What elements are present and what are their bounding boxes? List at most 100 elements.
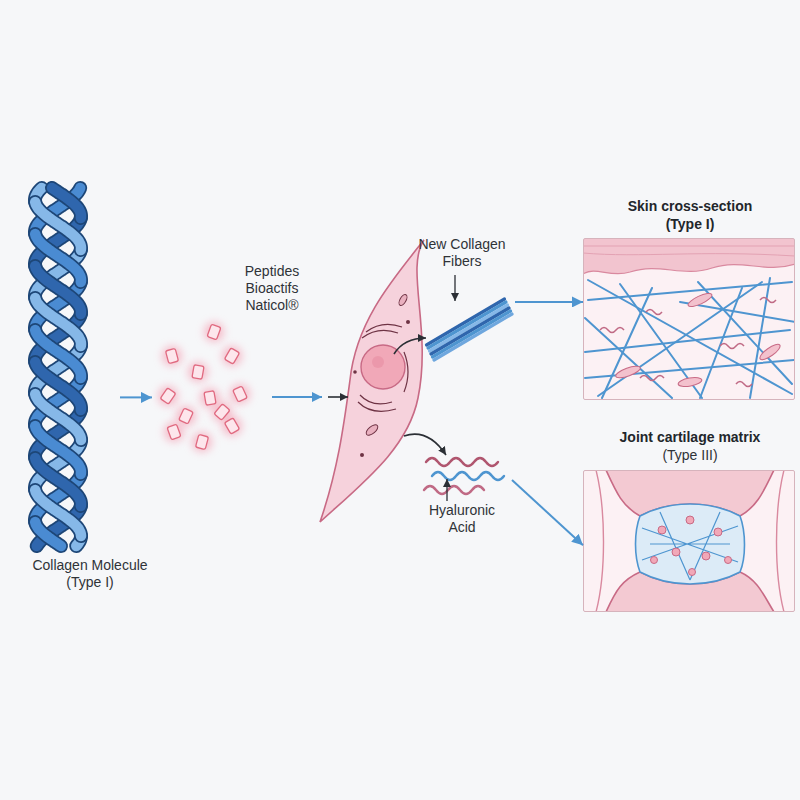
squiggle (720, 344, 744, 349)
node-label: Hyaluronic Acid (417, 502, 507, 536)
peptide-glow (212, 402, 232, 422)
hyaluronic-acid-chains (424, 458, 504, 494)
endoplasmic-reticulum (360, 395, 392, 404)
joint-background (584, 471, 794, 611)
helix-strand-outline (35, 490, 81, 536)
peptide-fragment (195, 434, 208, 449)
endoplasmic-reticulum (358, 402, 396, 411)
skin-panel: Skin cross-section(Type I) (583, 238, 795, 400)
hyaluronic-acid: Hyaluronic Acid (422, 450, 512, 500)
secretion-arrow (394, 338, 426, 354)
collagen-fibers: New Collagen Fibers (425, 290, 515, 360)
node-sublabel: (Type III) (584, 447, 796, 464)
helix-strand-outline (35, 394, 81, 440)
helix-strand (35, 394, 81, 440)
dermis (584, 239, 794, 399)
joint-panel: Joint cartilage matrix(Type III) (583, 470, 795, 612)
squiggle (760, 298, 776, 303)
peptide-fragment (207, 324, 221, 340)
lattice-lines (642, 512, 738, 580)
flow-arrow (120, 396, 152, 398)
helix-strand (52, 188, 81, 218)
dermal-junction (584, 264, 794, 274)
collagen-fiber (431, 308, 509, 354)
peptide-glow (204, 322, 224, 342)
helix-strand-outline (35, 202, 81, 250)
triple-helix (35, 188, 81, 546)
flow-arrow (272, 396, 322, 398)
collagen-fiber (430, 305, 508, 351)
secretion-arrow (404, 434, 446, 455)
squiggle (640, 376, 664, 381)
chondrocyte (686, 516, 694, 524)
joint-illustration (584, 471, 794, 611)
peptide-glow (192, 432, 212, 452)
squiggle (646, 310, 662, 315)
chondrocyte (689, 569, 696, 576)
chondrocyte (651, 557, 658, 564)
endoplasmic-reticulum (404, 352, 408, 392)
peptide-fragment (192, 365, 204, 380)
fibroblast (758, 342, 782, 362)
cartilage-matrix (636, 504, 745, 584)
vesicle (353, 370, 357, 374)
epidermis (584, 239, 794, 274)
peptide-glow (158, 386, 178, 406)
collagen-molecule: Collagen Molecule (Type I) (15, 185, 120, 545)
node-label: Skin cross-section (584, 198, 796, 215)
squiggle (736, 382, 752, 387)
chondrocyte (702, 552, 710, 560)
endoplasmic-reticulum (366, 324, 402, 332)
flow-arrow (515, 301, 583, 303)
cell-nucleus (361, 345, 405, 389)
collagen-fiber (700, 288, 742, 398)
vesicle (406, 320, 410, 324)
fibroblast (677, 376, 702, 388)
peptide-fragment (224, 348, 239, 364)
peptide-fragment (224, 418, 239, 434)
cell-membrane (320, 240, 424, 522)
vesicle (360, 453, 364, 457)
joint-capsule (596, 471, 784, 611)
node-label: New Collagen Fibers (412, 236, 512, 270)
collagen-fiber (585, 318, 672, 398)
peptide-fragments (158, 322, 250, 452)
peptide-glow (176, 406, 196, 426)
elastin-squiggles (600, 298, 776, 387)
skin-illustration (584, 239, 794, 399)
mitochondrion (364, 423, 379, 437)
helix-strand-outline (52, 188, 81, 218)
helix-strand-outline (35, 522, 61, 546)
collagen-network (585, 278, 794, 398)
peptide-glow (188, 362, 208, 382)
node-label: Peptides Bioactifs Naticol® (232, 263, 312, 314)
collagen-fiber (588, 280, 792, 394)
helix-strand (35, 522, 61, 546)
peptide-glow (164, 422, 184, 442)
collagen-fiber (750, 278, 770, 398)
peptide-fragment (179, 408, 194, 424)
node-label: Joint cartilage matrix (584, 429, 796, 446)
chondrocyte (658, 526, 666, 534)
collagen-fiber (434, 314, 512, 360)
uptake-arrow (328, 396, 348, 398)
polymer-chain (424, 486, 484, 494)
node-sublabel: (Type I) (584, 216, 796, 233)
helix-strand (35, 490, 81, 536)
peptide-cluster: Peptides Bioactifs Naticol® (152, 322, 248, 452)
peptide-glow (222, 346, 242, 366)
peptide-glow (230, 384, 250, 404)
mitochondrion (397, 293, 408, 306)
collagen-fiber-bundle (427, 299, 513, 360)
squiggle (600, 328, 624, 333)
peptide-glow (162, 346, 182, 366)
dermal-fibroblasts (614, 291, 782, 388)
fibroblast-cell (320, 240, 446, 522)
node-label: Collagen Molecule (Type I) (20, 557, 160, 591)
epidermis-layer (584, 246, 794, 256)
fibroblast (687, 291, 714, 309)
